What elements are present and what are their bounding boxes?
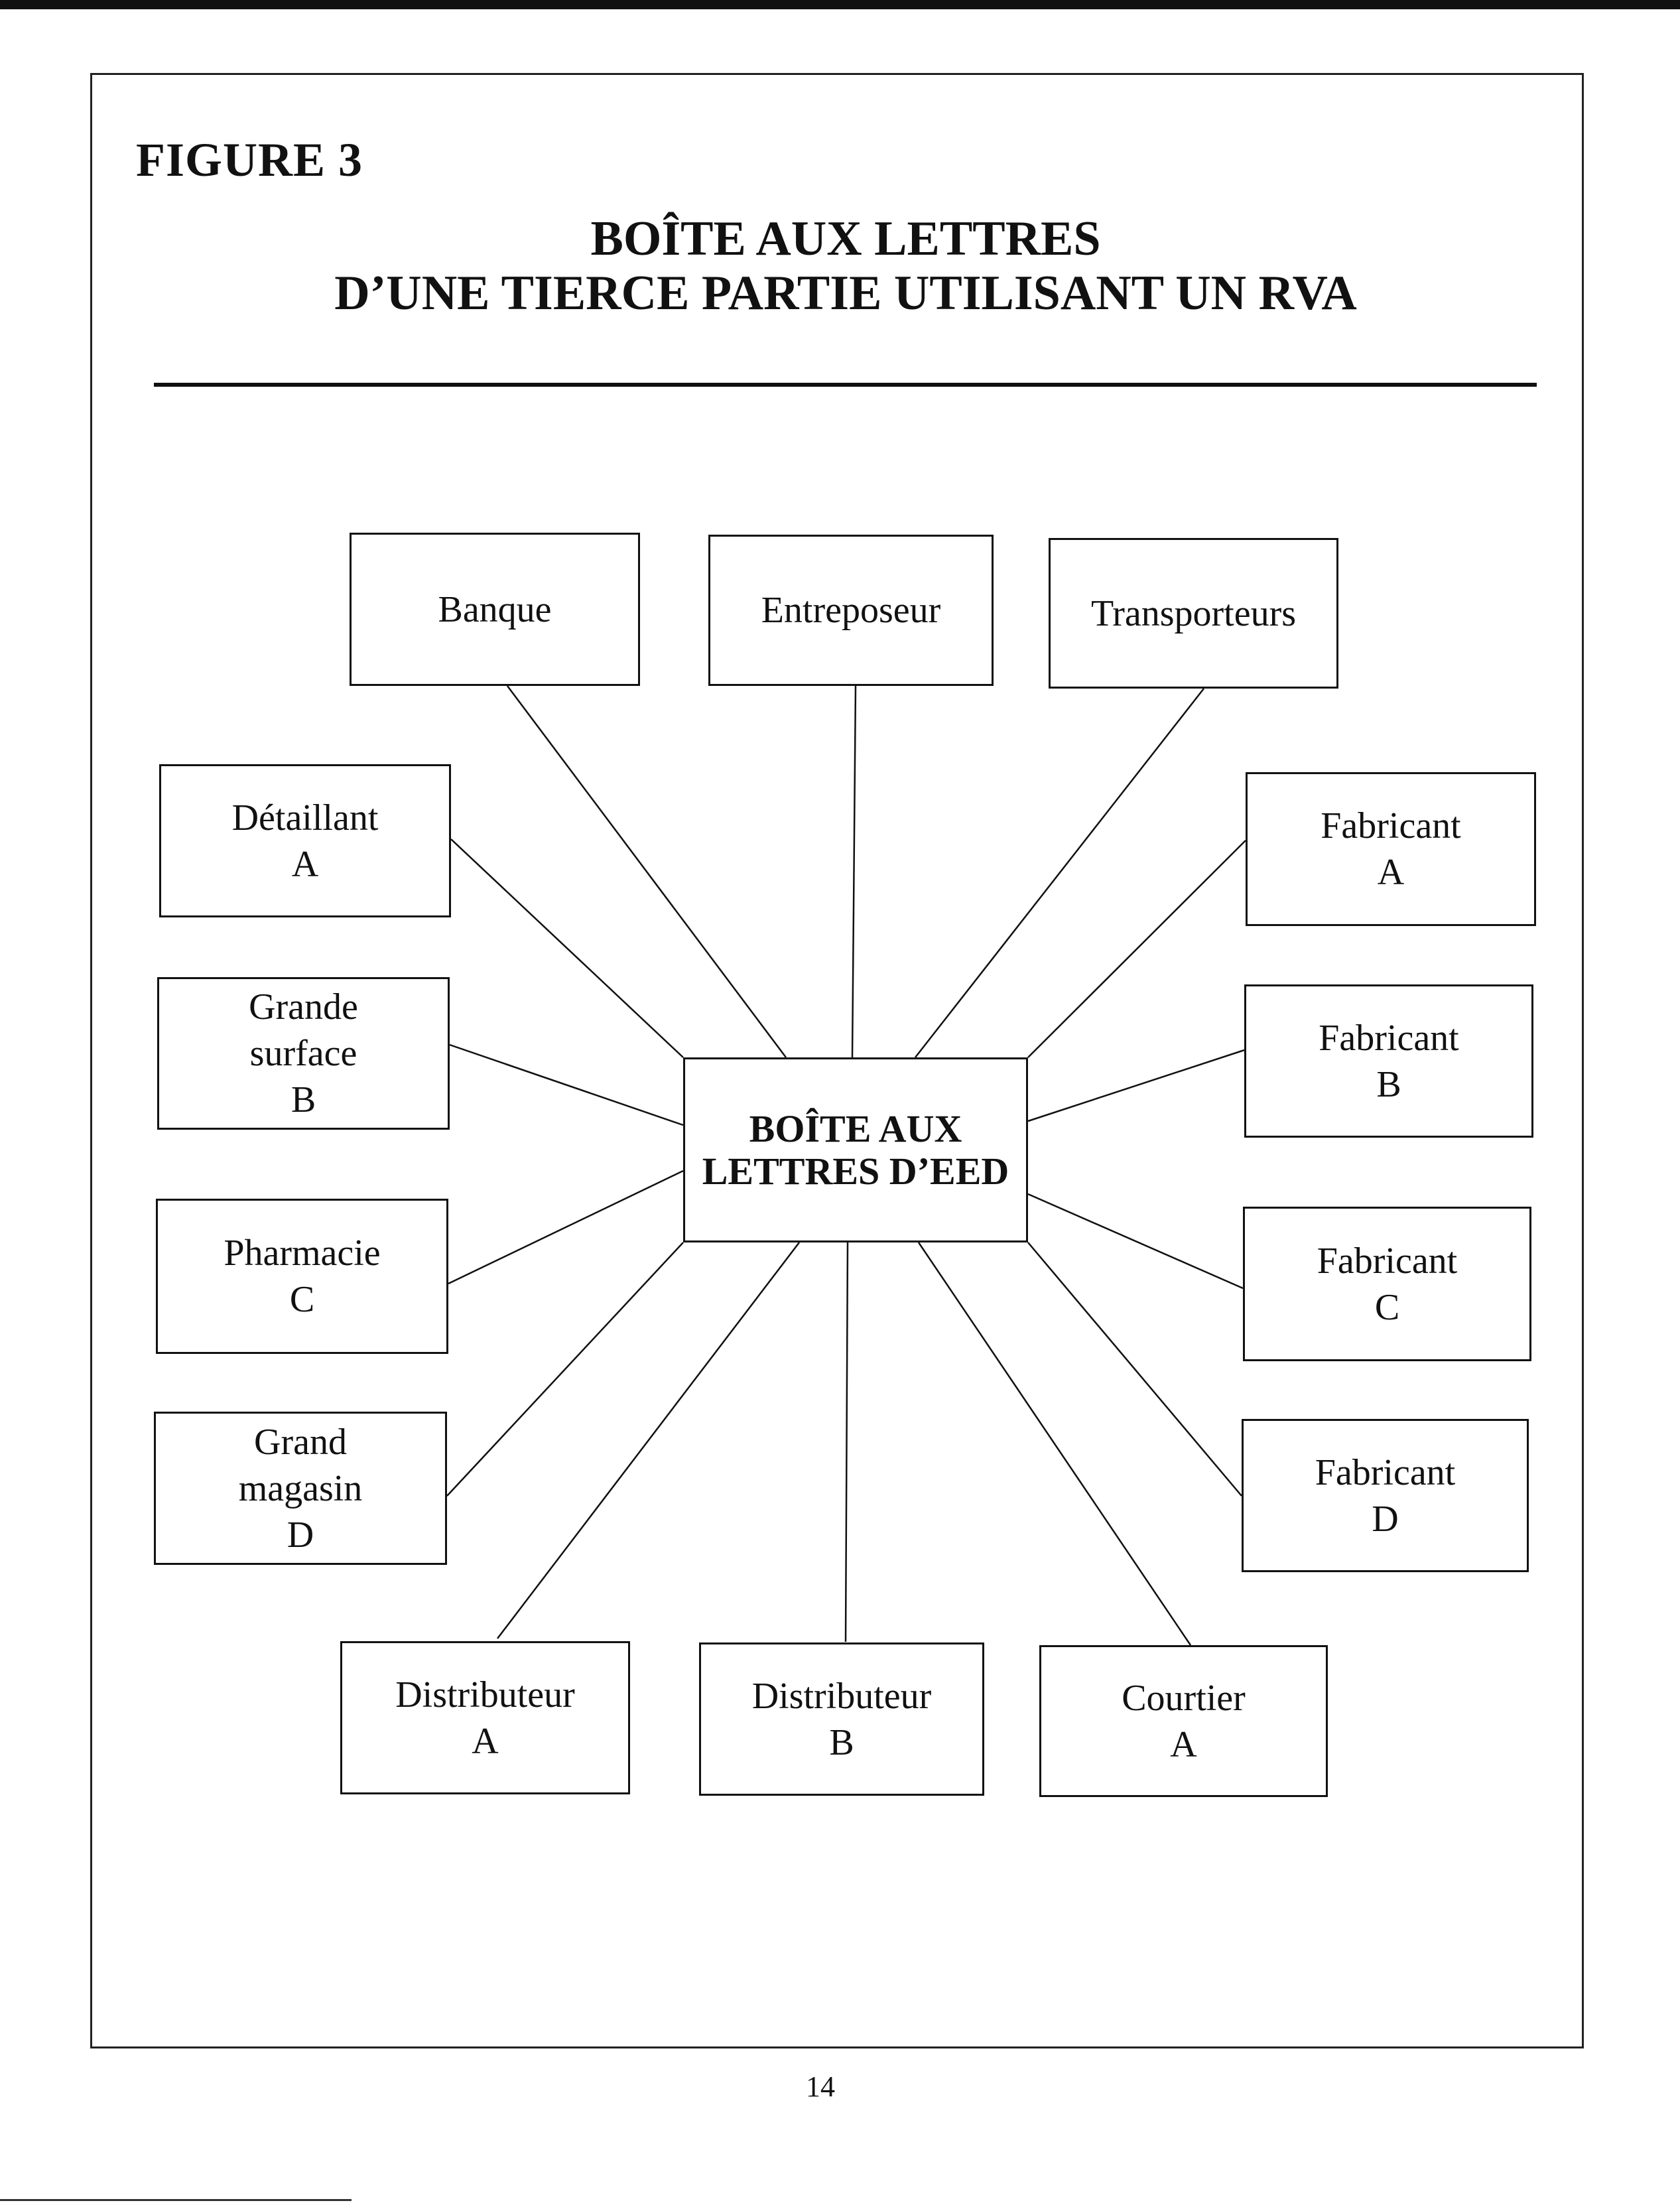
node-label: Grand — [254, 1421, 347, 1463]
node-label: B — [291, 1079, 316, 1120]
figure-title-line-2: D’UNE TIERCE PARTIE UTILISANT UN RVA — [334, 266, 1357, 320]
node-label: Distributeur — [751, 1675, 932, 1717]
node-label: Courtier — [1122, 1677, 1246, 1719]
node-grand-magasin-d: Grand magasin D — [154, 1412, 447, 1565]
node-label: Fabricant — [1321, 805, 1461, 846]
figure-frame — [90, 73, 1584, 2048]
node-label: magasin — [238, 1467, 363, 1509]
node-label: B — [829, 1721, 854, 1763]
node-label: Fabricant — [1319, 1017, 1459, 1059]
node-fabricant-d: Fabricant D — [1242, 1419, 1529, 1572]
hub-label-line-2: LETTRES D’EED — [702, 1149, 1009, 1193]
figure-title-line-1: BOÎTE AUX LETTRES — [590, 212, 1101, 266]
node-label: Fabricant — [1315, 1451, 1456, 1493]
scan-bottom-rule — [0, 2199, 352, 2201]
node-distributeur-b: Distributeur B — [699, 1642, 984, 1796]
eed-mailbox-hub: BOÎTE AUX LETTRES D’EED — [683, 1057, 1028, 1242]
node-label: A — [472, 1720, 499, 1762]
node-label: D — [287, 1514, 314, 1556]
node-banque: Banque — [350, 533, 640, 686]
node-label: D — [1372, 1498, 1399, 1540]
node-label: C — [289, 1279, 315, 1320]
scan-top-edge — [0, 0, 1680, 9]
page-number: 14 — [806, 2070, 835, 2103]
node-pharmacie-c: Pharmacie C — [156, 1199, 448, 1354]
node-fabricant-a: Fabricant A — [1246, 772, 1536, 926]
node-label: B — [1376, 1063, 1401, 1105]
node-transporteurs: Transporteurs — [1049, 538, 1338, 689]
node-label: Entreposeur — [761, 590, 941, 631]
node-label: A — [1377, 852, 1405, 893]
node-detaillant-a: Détaillant A — [159, 764, 451, 917]
node-label: C — [1374, 1286, 1400, 1328]
node-courtier-a: Courtier A — [1039, 1645, 1328, 1797]
node-label: Fabricant — [1317, 1240, 1458, 1282]
node-label: Banque — [438, 588, 552, 630]
node-entreposeur: Entreposeur — [708, 535, 994, 686]
node-grande-surface-b: Grande surface B — [157, 977, 450, 1130]
node-fabricant-b: Fabricant B — [1244, 984, 1533, 1138]
title-divider — [154, 383, 1537, 387]
node-label: A — [291, 843, 319, 885]
node-label: surface — [249, 1033, 357, 1074]
node-label: Distributeur — [395, 1674, 575, 1715]
node-fabricant-c: Fabricant C — [1243, 1207, 1531, 1361]
hub-label-line-1: BOÎTE AUX — [749, 1106, 962, 1150]
node-label: Transporteurs — [1090, 592, 1297, 634]
node-label: Grande — [249, 986, 358, 1028]
node-label: A — [1170, 1723, 1197, 1765]
node-label: Détaillant — [231, 797, 379, 838]
node-label: Pharmacie — [224, 1233, 381, 1274]
node-distributeur-a: Distributeur A — [340, 1641, 630, 1794]
figure-label: FIGURE 3 — [136, 133, 363, 186]
